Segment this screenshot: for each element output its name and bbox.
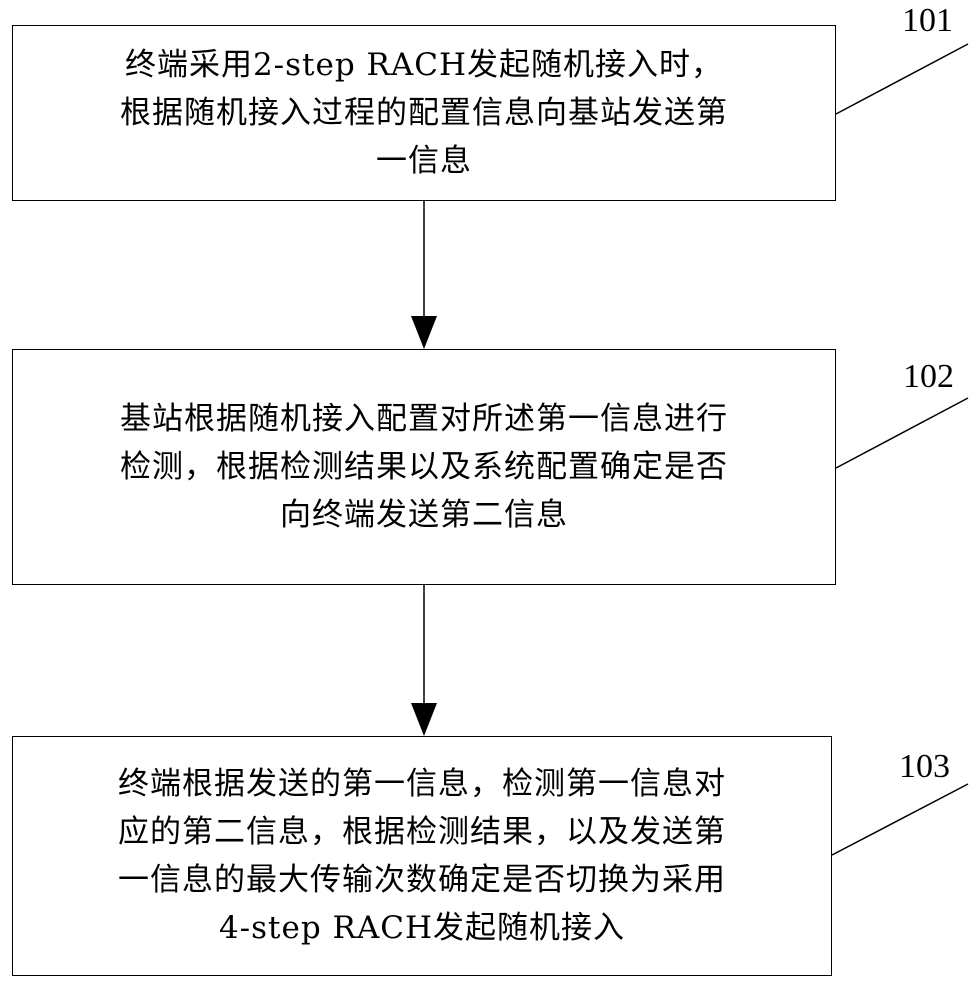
arrow-101-to-102-head [411, 316, 437, 349]
step-text-103: 终端根据发送的第一信息，检测第一信息对 应的第二信息，根据检测结果，以及发送第 … [118, 766, 726, 946]
step-text-101: 终端采用2-step RACH发起随机接入时， 根据随机接入过程的配置信息向基站… [120, 47, 728, 179]
step-box-103: 终端根据发送的第一信息，检测第一信息对 应的第二信息，根据检测结果，以及发送第 … [12, 736, 832, 976]
leader-line-101 [835, 43, 969, 115]
leader-line-102 [835, 397, 969, 469]
arrow-102-to-103-head [411, 703, 437, 736]
step-label-103: 103 [899, 748, 950, 785]
step-label-102: 102 [903, 358, 954, 395]
step-label-101: 101 [902, 2, 953, 39]
leader-line-103 [831, 783, 969, 856]
step-box-101: 终端采用2-step RACH发起随机接入时， 根据随机接入过程的配置信息向基站… [12, 25, 836, 201]
step-text-102: 基站根据随机接入配置对所述第一信息进行 检测，根据检测结果以及系统配置确定是否 … [120, 401, 728, 533]
step-box-102: 基站根据随机接入配置对所述第一信息进行 检测，根据检测结果以及系统配置确定是否 … [12, 349, 836, 585]
